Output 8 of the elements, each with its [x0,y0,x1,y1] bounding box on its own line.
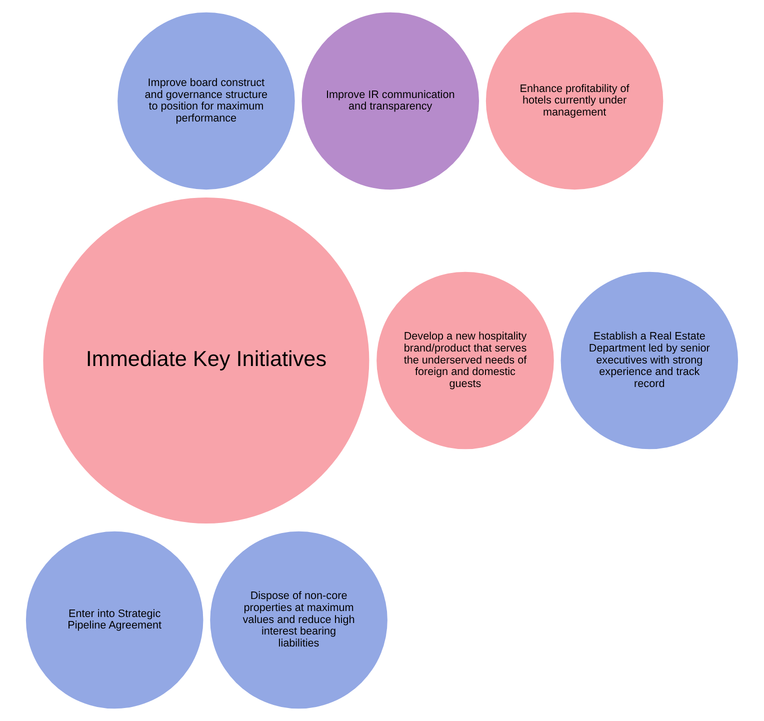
node-circle: Dispose of non-core properties at maximum values and reduce high interest bearing liabilities [210,531,388,709]
node-circle: Improve IR communication and transparency [302,12,480,190]
node-circle: Establish a Real Estate Department led by senior executives with strong experience and track record [560,272,738,450]
node-circle: Immediate Key Initiatives [43,198,370,524]
node-circle: Enter into Strategic Pipeline Agreement [26,531,204,709]
node-circle: Improve board construct and governance structure to position for maximum performance [118,12,295,190]
node-circle: Enhance profitability of hotels currently under management [486,12,664,190]
node-circle: Develop a new hospitality brand/product that serves the underserved needs of foreign and domestic guests [376,272,554,450]
